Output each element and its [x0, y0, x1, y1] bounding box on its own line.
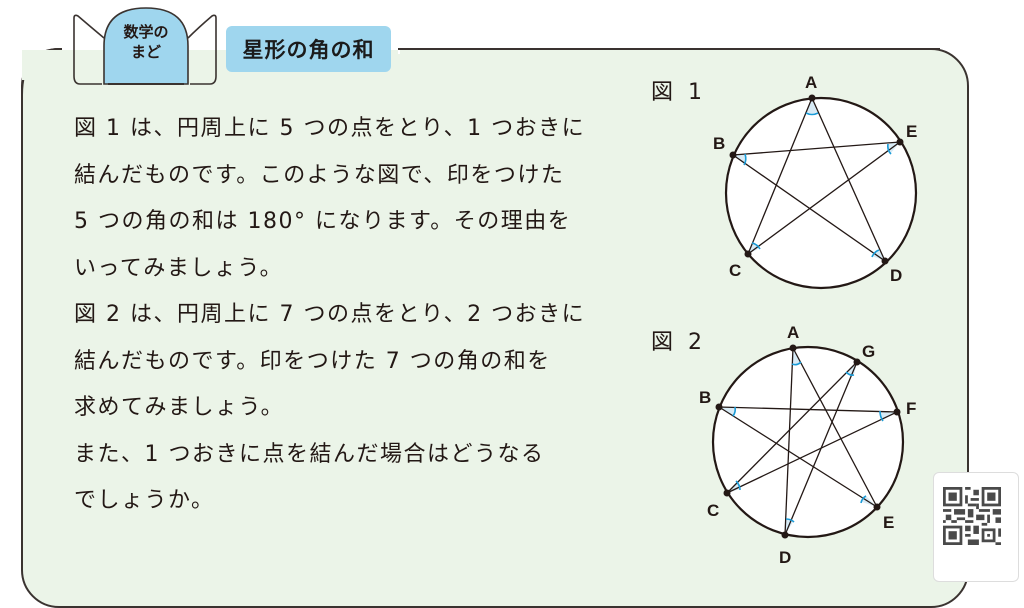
point-label: A	[787, 323, 799, 342]
qr-code-card[interactable]	[933, 472, 1019, 582]
figure-2-label: 図 2	[651, 330, 706, 355]
figure-1-pentagram: A B C D E	[713, 73, 917, 290]
text-line: 結んだものです。このような図で、印をつけた	[74, 162, 565, 188]
qr-code-icon[interactable]	[943, 483, 1001, 549]
text-line: 5 つの角の和は 180° になります。その理由を	[74, 209, 572, 234]
point-label: C	[707, 501, 719, 520]
point-label: D	[890, 266, 902, 285]
point-label: A	[805, 73, 817, 92]
text-line: 図 2 は、円周上に 7 つの点をとり、2 つおきに	[74, 302, 586, 327]
figure-2-heptagram: A B C D E F G	[699, 323, 916, 567]
point-label: F	[906, 399, 916, 418]
point-label: D	[779, 548, 791, 567]
figure-1-label: 図 1	[651, 80, 706, 105]
corner-badge-label: 数学の まど	[104, 22, 188, 62]
corner-badge-line1: 数学の	[123, 23, 169, 41]
point-label: B	[713, 134, 725, 153]
text-line: 図 1 は、円周上に 5 つの点をとり、1 つおきに	[74, 116, 586, 141]
point-label: C	[729, 261, 741, 280]
text-line: でしょうか。	[74, 488, 215, 513]
text-line: 求めてみましょう。	[74, 395, 285, 420]
text-line: いってみましょう。	[74, 255, 284, 281]
problem-text: 図 1 は、円周上に 5 つの点をとり、1 つおきに 結んだものです。このような…	[74, 106, 634, 525]
point-label: E	[883, 513, 894, 532]
point-label: B	[699, 388, 711, 407]
text-line: 結んだものです。印をつけた 7 つの角の和を	[74, 348, 551, 374]
point-label: E	[906, 122, 917, 141]
point-label: G	[862, 342, 875, 361]
text-line: また、1 つおきに点を結んだ場合はどうなる	[74, 441, 545, 467]
corner-badge-line2: まど	[130, 43, 161, 61]
math-window-icon	[73, 7, 217, 85]
section-title: 星形の角の和	[226, 26, 391, 72]
